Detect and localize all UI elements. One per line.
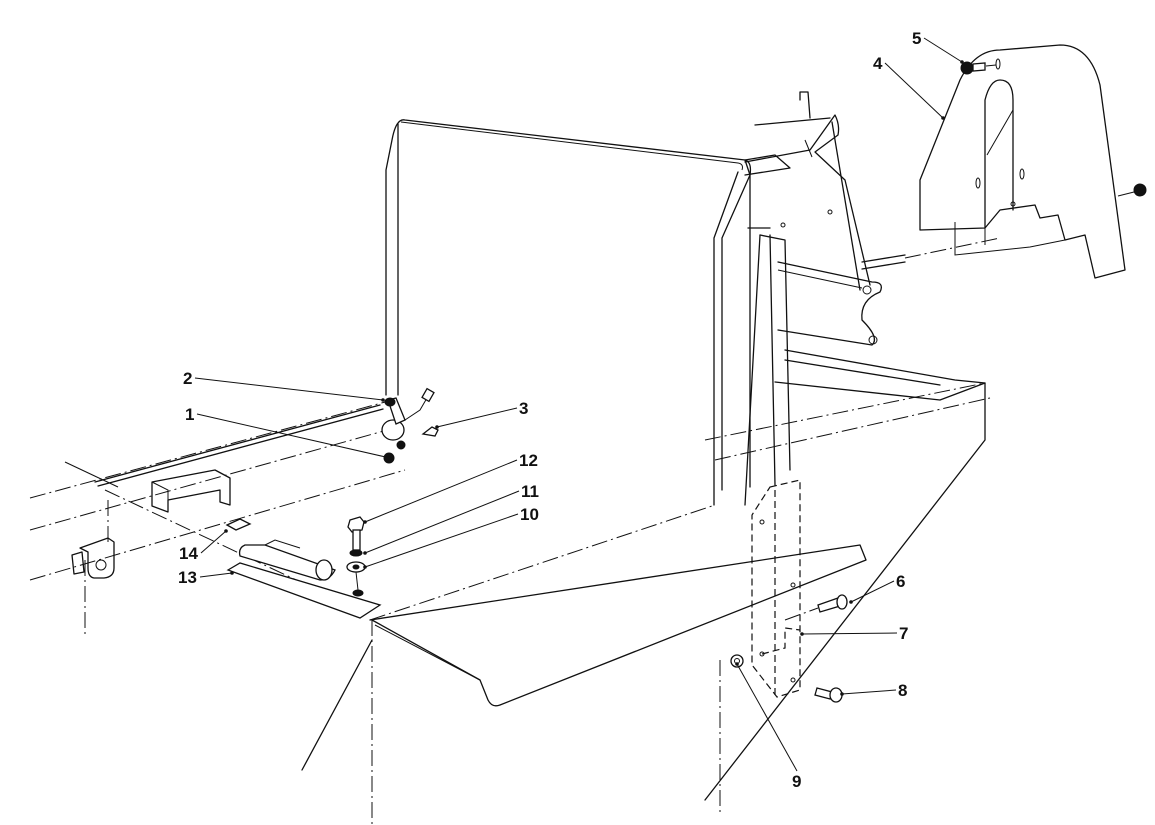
upright-panel [385,119,752,506]
leader-line-5 [923,37,963,63]
callout-8: 8 [898,681,908,700]
leader-dot-7 [800,632,804,636]
callout-9: 9 [792,772,802,791]
callout-leaders [194,37,964,772]
callout-5: 5 [912,29,922,48]
leader-dot-8 [840,692,844,696]
callout-14: 14 [179,544,198,563]
leader-line-10 [364,513,519,568]
leader-dot-11 [363,551,367,555]
leader-line-4 [884,62,944,119]
callout-7: 7 [899,624,909,643]
leader-line-1 [196,413,391,459]
callout-3: 3 [519,399,529,418]
leader-line-6 [850,580,895,603]
left-frame-rails [29,397,406,635]
screw-5 [960,61,997,75]
leader-line-7 [801,632,898,635]
leader-dot-12 [363,520,367,524]
leader-line-2 [194,377,384,401]
side-plate [751,479,801,698]
leader-line-8 [841,689,897,695]
shelf-tray [301,504,867,825]
leader-line-11 [364,490,520,554]
hinge-assembly [225,518,382,619]
leader-dot-4 [941,116,945,120]
callout-11: 11 [521,482,539,501]
leader-dot-10 [363,565,367,569]
leader-line-14 [200,530,227,554]
leader-line-12 [364,459,518,523]
callout-4: 4 [873,54,883,73]
side-column [744,154,791,506]
channel-block [151,469,231,513]
left-mounting-bracket [71,537,115,579]
fastener-6 [784,594,848,621]
leader-dot-5 [960,60,964,64]
bolt-washers-stack [346,516,366,591]
callout-1: 1 [185,405,195,424]
callout-12: 12 [519,451,538,470]
leader-dot-14 [224,529,228,533]
screw-right [1117,183,1147,197]
box-body [704,349,991,801]
leader-dot-9 [735,662,739,666]
leader-dot-6 [849,600,853,604]
leader-line-13 [199,572,233,578]
callout-10: 10 [520,505,539,524]
callout-2: 2 [183,369,193,388]
top-arm-frame [744,91,1001,346]
fastener-8 [814,687,843,703]
leader-line-3 [436,407,518,428]
leader-dot-3 [435,425,439,429]
leader-line-9 [736,663,798,772]
callout-13: 13 [178,568,197,587]
leader-dot-13 [230,571,234,575]
belt-guard [919,44,1126,279]
callout-6: 6 [896,572,906,591]
leader-dot-2 [381,398,385,402]
switch-assembly [381,387,439,464]
leader-dot-1 [388,456,392,460]
